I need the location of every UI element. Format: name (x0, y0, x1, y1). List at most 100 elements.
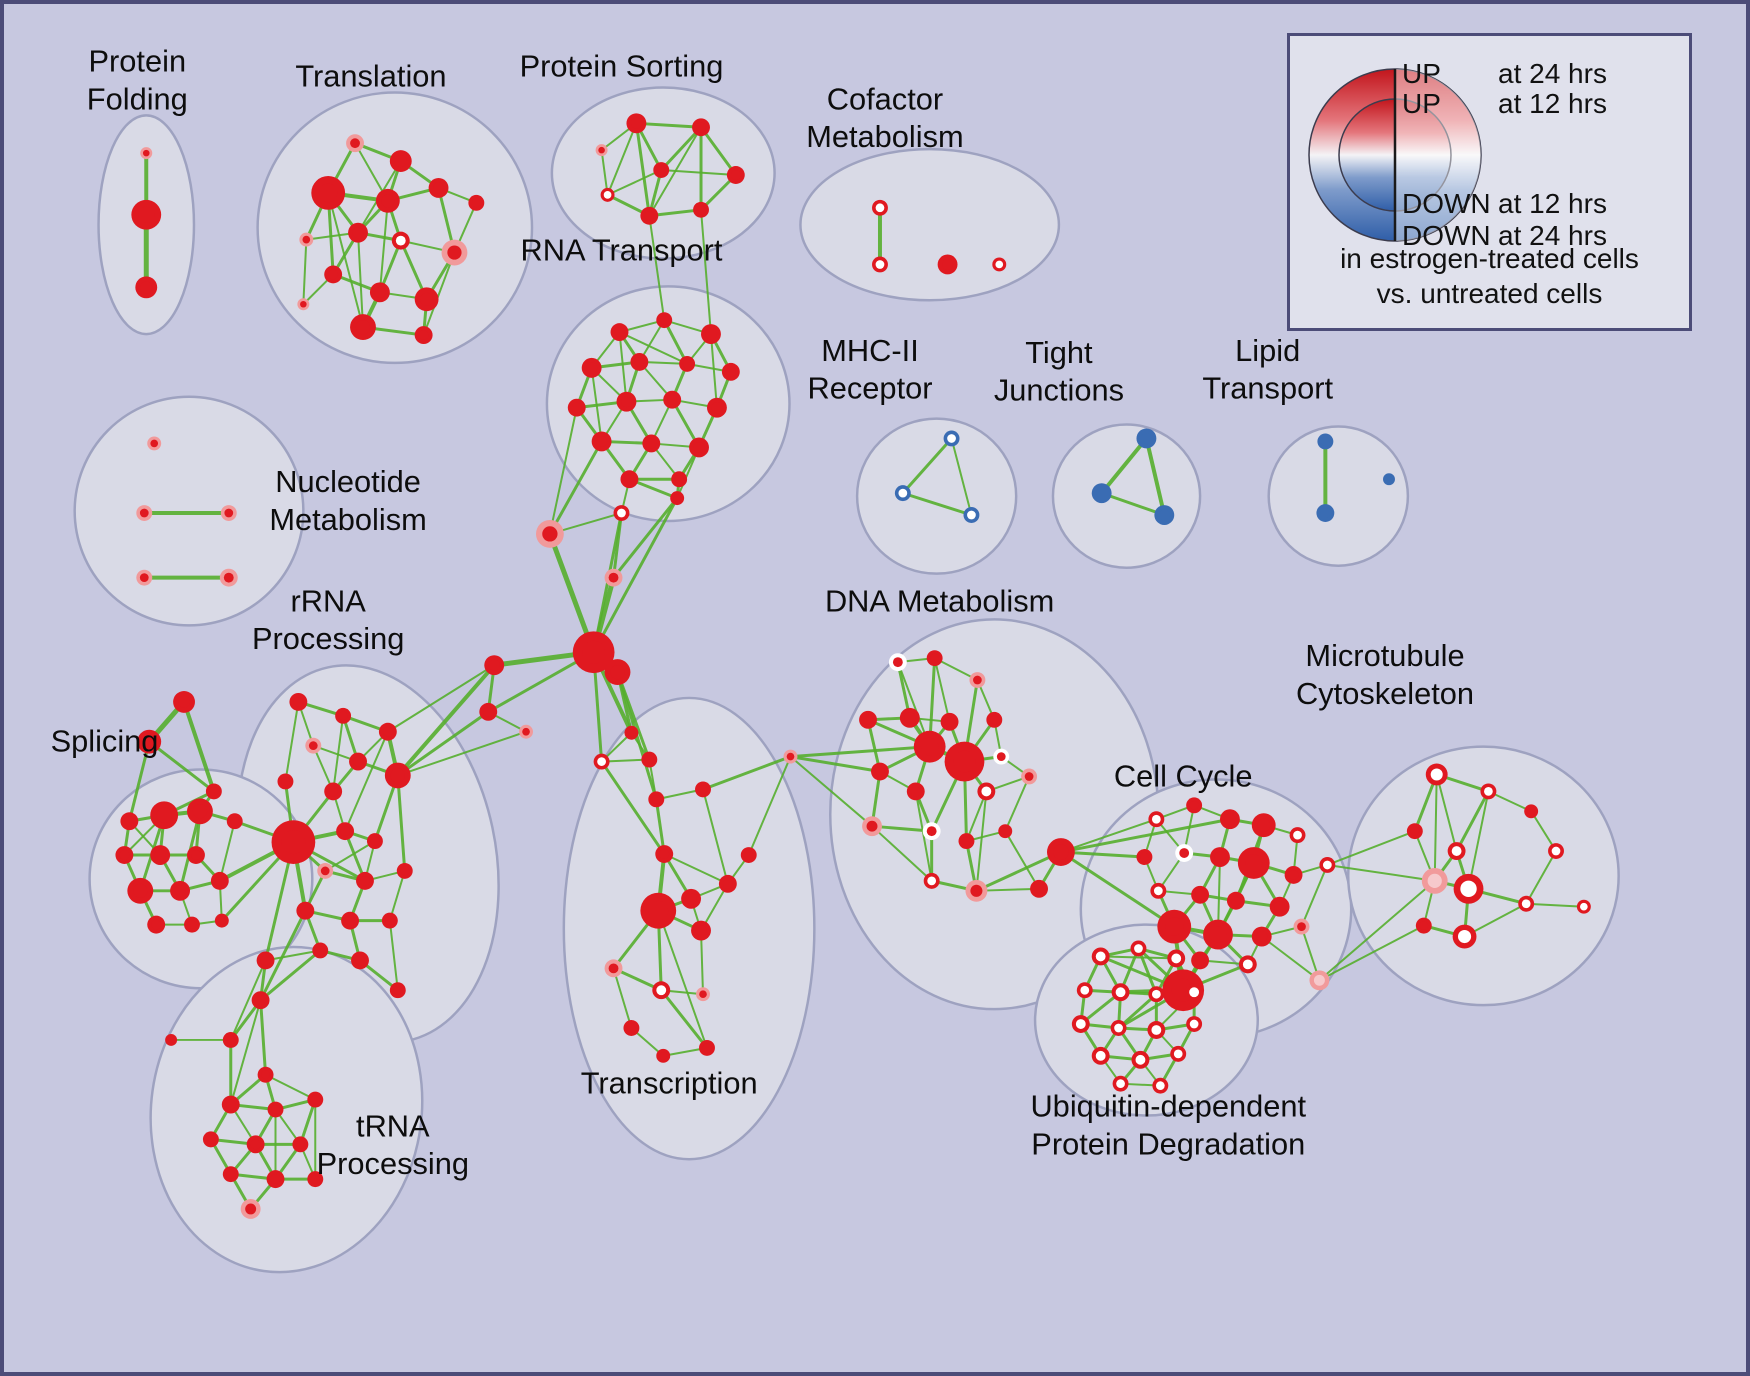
network-node (595, 144, 608, 157)
network-node (1316, 504, 1335, 522)
cluster-label-rrna-processing: rRNA (291, 583, 367, 618)
network-edge (655, 788, 704, 801)
network-node (679, 355, 696, 372)
network-edge (606, 122, 638, 196)
legend-footer-line2: vs. untreated cells (1376, 278, 1603, 309)
network-node (214, 913, 229, 928)
network-node (396, 862, 413, 879)
network-edge (618, 331, 689, 365)
network-node (670, 491, 685, 506)
network-node (1237, 847, 1270, 879)
network-node (1046, 838, 1075, 866)
network-node (150, 845, 171, 865)
network-node (1415, 917, 1432, 934)
network-edge (933, 657, 951, 723)
network-node (484, 655, 505, 676)
network-edge (264, 1073, 317, 1101)
network-edge (747, 755, 792, 857)
network-edge (975, 790, 988, 892)
network-node (626, 113, 647, 134)
network-edge (1117, 992, 1158, 1030)
cluster-label-cell-cycle: Cell Cycle (1114, 758, 1253, 793)
network-edge (660, 169, 737, 176)
legend-rings-icon (1308, 68, 1482, 242)
network-node (604, 659, 631, 686)
legend-time-label: at 12 hrs (1498, 88, 1607, 119)
network-node (922, 822, 941, 841)
network-node (292, 1136, 309, 1153)
network-node (1191, 885, 1210, 904)
cluster-label-tight-junctions: Tight (1025, 335, 1093, 370)
legend-row-up-24: UP at 24 hrs (1290, 58, 1689, 89)
network-node (1175, 844, 1194, 862)
network-node (173, 690, 195, 713)
network-edge (901, 436, 954, 495)
network-edge (1326, 863, 1436, 882)
network-edge (1136, 946, 1158, 996)
network-node (1152, 1077, 1169, 1094)
network-node (653, 162, 670, 178)
network-node (147, 436, 162, 451)
network-node (783, 749, 798, 764)
network-node (1203, 919, 1233, 950)
network-node (623, 1020, 640, 1036)
cluster-trna-processing-ellipse (149, 945, 424, 1274)
network-node (1091, 483, 1112, 504)
cluster-label-microtubule-cytoskeleton: Microtubule (1305, 638, 1464, 673)
network-edge (871, 825, 933, 882)
network-node (184, 916, 200, 933)
network-edge (1260, 935, 1321, 982)
network-node (718, 874, 737, 893)
network-node (441, 239, 468, 266)
network-edge (634, 121, 651, 218)
network-edge (259, 909, 307, 1002)
cluster-ubiquitin-degradation-ellipse (1033, 923, 1260, 1117)
network-node (943, 430, 960, 447)
network-node (165, 1033, 178, 1046)
network-node (906, 782, 925, 801)
network-node (1150, 882, 1167, 899)
network-node (1021, 768, 1038, 785)
network-edge (259, 948, 322, 1002)
network-node (120, 812, 139, 831)
network-node (1148, 811, 1165, 828)
network-node (277, 773, 294, 790)
network-node (1251, 926, 1272, 947)
network-node (1148, 986, 1165, 1003)
network-node (1185, 983, 1204, 1002)
network-node (872, 199, 888, 216)
network-node (356, 871, 374, 890)
network-node (740, 847, 757, 863)
network-node (1319, 857, 1336, 873)
network-node (663, 390, 682, 409)
network-node (1111, 983, 1130, 1002)
network-node (1131, 1050, 1150, 1069)
network-node (289, 692, 308, 711)
network-edge (1300, 863, 1329, 928)
network-node (640, 892, 677, 929)
cluster-label-ubiquitin-degradation: Protein Degradation (1031, 1126, 1305, 1161)
network-node (993, 748, 1010, 765)
network-node (519, 724, 533, 739)
network-node (317, 862, 334, 879)
cluster-label-protein-folding: Protein (89, 44, 187, 79)
network-edge (388, 869, 406, 922)
network-node (115, 846, 134, 864)
cluster-transcription-ellipse (562, 696, 816, 1161)
network-node (246, 1135, 265, 1154)
network-edge (600, 149, 609, 196)
cluster-label-protein-folding: Folding (87, 81, 188, 116)
legend-right-half-overlay (1395, 69, 1481, 241)
network-edge (378, 199, 389, 294)
legend-footer-line1: in estrogen-treated cells (1340, 243, 1639, 274)
network-node (205, 783, 222, 800)
network-node (926, 650, 943, 667)
network-node (479, 702, 498, 721)
network-node (695, 781, 711, 798)
network-edge (547, 531, 597, 655)
network-node (671, 471, 688, 488)
network-node (220, 505, 237, 521)
network-node (1170, 1045, 1187, 1062)
